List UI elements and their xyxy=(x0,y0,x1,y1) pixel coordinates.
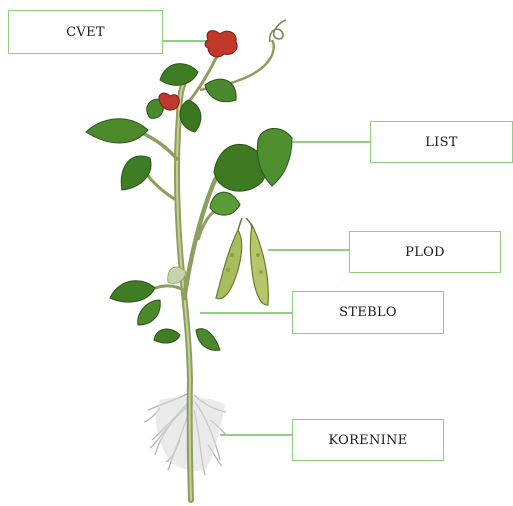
pods xyxy=(216,218,268,305)
label-steblo-text: STEBLO xyxy=(339,305,397,320)
label-plod: PLOD xyxy=(349,231,501,273)
label-korenine: KORENINE xyxy=(292,419,444,461)
leaf-left-big xyxy=(86,119,148,143)
leaf-lower-left xyxy=(110,281,155,302)
leaf-lower-right xyxy=(196,329,220,351)
leaf-lower-left-2 xyxy=(138,300,160,325)
leaf-upper-mid xyxy=(180,100,201,132)
label-steblo: STEBLO xyxy=(292,291,444,334)
leaf-right-back xyxy=(210,192,240,215)
leaf-lower-small xyxy=(154,329,180,343)
label-korenine-text: KORENINE xyxy=(328,433,407,448)
leaves xyxy=(86,64,292,351)
label-list-text: LIST xyxy=(425,135,458,150)
label-cvet: CVET xyxy=(8,10,163,54)
label-plod-text: PLOD xyxy=(405,245,445,260)
tendril xyxy=(270,20,286,42)
label-list: LIST xyxy=(370,121,513,163)
flower-top xyxy=(205,31,237,57)
label-cvet-text: CVET xyxy=(66,25,105,40)
pod-left xyxy=(216,230,242,299)
leaf-left-lower xyxy=(121,156,151,190)
pod-right xyxy=(251,225,269,305)
pod-stalk xyxy=(238,218,252,232)
leaf-top-left xyxy=(160,64,198,86)
